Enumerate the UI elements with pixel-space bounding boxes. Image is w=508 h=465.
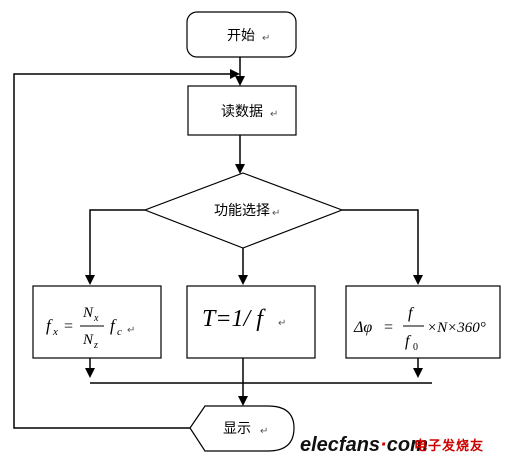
return-mark: ↵ [272,208,280,219]
formula-lhs-sub: x [52,326,58,338]
formula-eq: = [384,319,393,336]
period-formula-node: T=1/ f ↵ [186,285,316,359]
return-mark: ↵ [262,33,270,44]
period-formula: T=1/ f [202,306,266,332]
formula-denominator-sub: z [93,340,98,351]
formula-numerator: f [408,305,415,322]
return-mark: ↵ [270,109,278,120]
display-label: 显示 [223,421,251,437]
frequency-formula-node: f x = N x N z f c ↵ [32,285,162,359]
formula-factor-sub: c [117,326,122,338]
formula-denominator-sub: 0 [413,342,418,353]
start-label: 开始 [227,28,255,44]
formula-lhs: f [46,316,53,335]
formula-numerator: N [82,305,94,321]
function-select-node: 功能选择 ↵ [143,172,344,249]
edge-select-to-frequency [85,209,145,285]
formula-denominator: f [405,333,412,350]
formula-factor: f [110,316,117,335]
return-mark: ↵ [278,318,286,329]
phase-formula-node: Δφ = f f 0 ×N×360° [345,285,501,359]
function-select-label: 功能选择 [214,203,270,219]
return-mark: ↵ [260,426,268,437]
formula-numerator-sub: x [93,313,99,324]
watermark-logo: elecfans·com 电子发烧友 [300,434,484,456]
watermark-cn: 电子发烧友 [414,438,484,454]
watermark-site: elecfans·com [300,434,428,456]
phase-formula: Δφ = f f 0 ×N×360° [353,305,486,353]
edge-select-to-phase [342,209,423,285]
return-mark: ↵ [127,325,135,336]
formula-rest: ×N×360° [427,320,486,336]
start-node: 开始 ↵ [186,11,297,58]
formula-denominator: N [82,332,94,348]
frequency-formula: f x = N x N z f c ↵ [46,305,135,351]
formula-eq: = [64,318,73,335]
display-node: 显示 ↵ [189,405,295,452]
formula-lhs: Δφ [353,319,372,336]
edge-loop-back [13,69,240,429]
read-data-label: 读数据 [221,103,263,120]
read-data-node: 读数据 ↵ [187,85,297,136]
